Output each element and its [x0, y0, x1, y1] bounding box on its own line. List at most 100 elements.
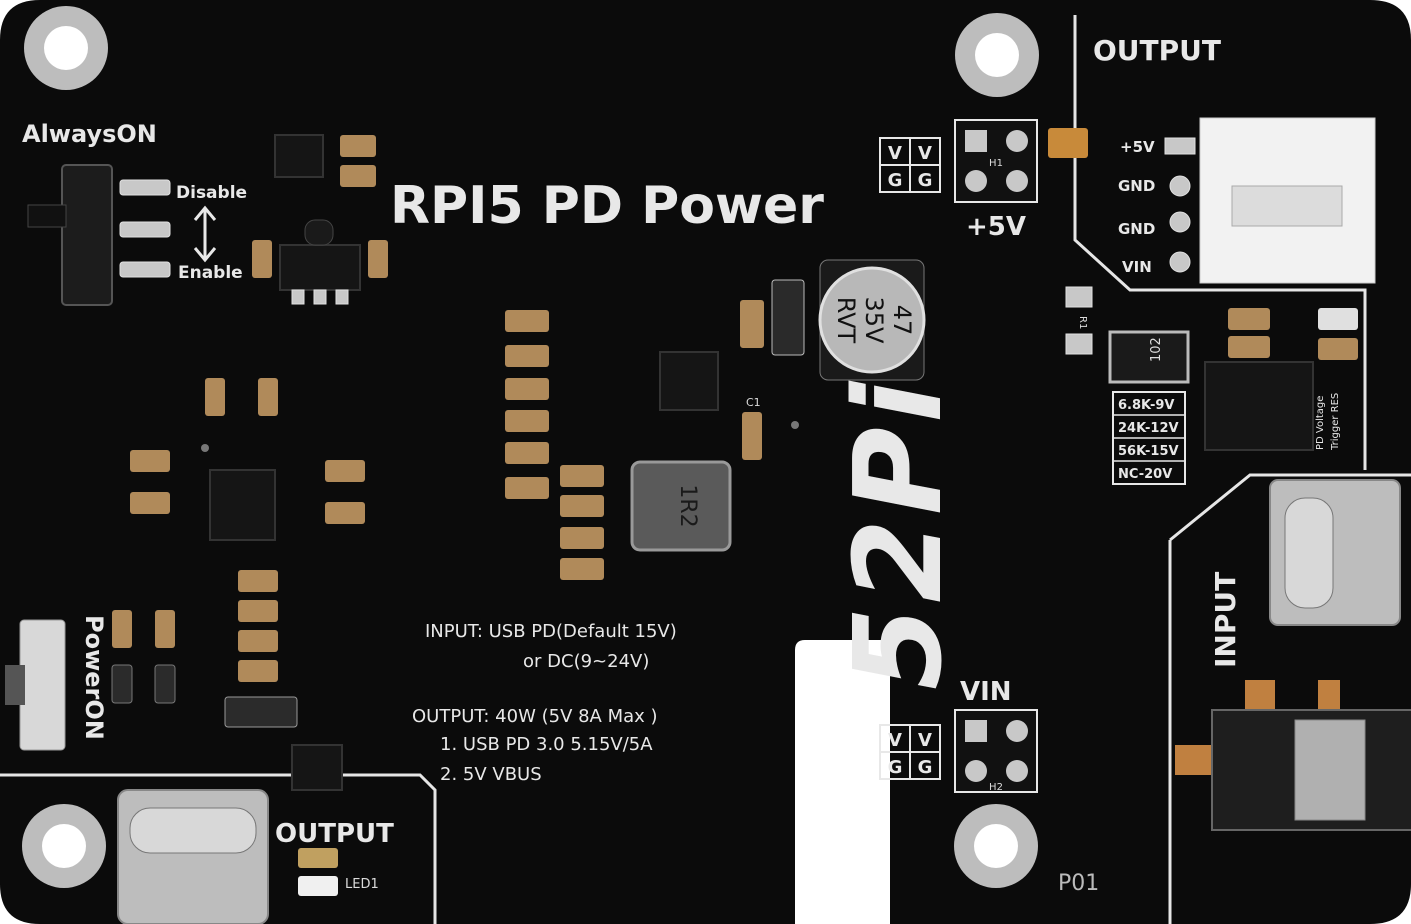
regulator-pin: [313, 289, 327, 305]
board-title: RPI5 PD Power: [390, 176, 824, 236]
smd-resistor: [130, 492, 170, 514]
cap-voltage: 35V: [860, 297, 888, 345]
output-region-bottom-outline: [0, 773, 437, 924]
svg-text:PD Voltage: PD Voltage: [1315, 396, 1326, 450]
disable-label: Disable: [176, 183, 247, 203]
power-on-switch[interactable]: [19, 619, 66, 751]
smd-resistor: [1318, 338, 1358, 360]
qfn-chip: [209, 469, 276, 541]
svg-text:G: G: [918, 170, 933, 191]
output-bottom-label: OUTPUT: [275, 819, 394, 849]
svg-text:V: V: [918, 143, 932, 164]
svg-text:GND: GND: [1118, 220, 1155, 238]
output-region-top-outline: [1073, 15, 1367, 470]
smd-capacitor: [258, 378, 278, 416]
plus5v-header-label: +5V: [966, 212, 1026, 242]
svg-text:NC-20V: NC-20V: [1118, 467, 1172, 482]
mount-hole-top-right: [955, 13, 1039, 97]
svg-text:6.8K-9V: 6.8K-9V: [1118, 398, 1174, 413]
cap-series: RVT: [832, 297, 860, 344]
inductor-label: 1R2: [675, 484, 700, 527]
power-on-label: PowerON: [80, 615, 108, 740]
mount-hole-bottom-right: [954, 804, 1038, 888]
double-arrow-icon: [193, 205, 217, 263]
output-top-label: OUTPUT: [1093, 34, 1221, 67]
regulator-pin: [335, 289, 349, 305]
smd-capacitor: [155, 610, 175, 648]
switch-pin: [119, 261, 171, 278]
svg-text:G: G: [888, 757, 903, 778]
smd-resistor: [325, 460, 365, 482]
smd-resistor: [1228, 308, 1270, 330]
smd-capacitor: [368, 240, 388, 278]
regulator-chip: [279, 244, 361, 291]
voltage-table: 6.8K-9V 24K-12V 56K-15V NC-20V: [1112, 391, 1186, 485]
smd-led: [1318, 308, 1358, 330]
revision-label: P01: [1058, 871, 1099, 896]
svg-text:24K-12V: 24K-12V: [1118, 421, 1179, 436]
inductor: 1R2: [630, 460, 732, 552]
via: [201, 444, 209, 452]
soic-chip: [291, 744, 343, 791]
smd-capacitor: [252, 240, 272, 278]
always-on-switch-knob[interactable]: [27, 204, 67, 228]
smd-capacitor: [740, 300, 764, 348]
brand-logo: 52Pi: [830, 378, 969, 690]
smd-capacitor: [112, 610, 132, 648]
input-region-outline: [1169, 473, 1411, 542]
mount-hole-bottom-left: [22, 804, 106, 888]
smd-capacitor: [340, 165, 376, 187]
connector-pins: [1164, 137, 1196, 273]
svg-text:56K-15V: 56K-15V: [1118, 444, 1179, 459]
usb-c-output-opening: [129, 807, 257, 854]
c1-label: C1: [746, 396, 761, 409]
led1: [298, 848, 338, 868]
input-label: INPUT: [1209, 572, 1242, 668]
connector-latch: [1231, 185, 1343, 227]
smd-resistor: [238, 600, 278, 622]
svg-text:VIN: VIN: [1122, 258, 1152, 276]
regulator-tab: [304, 219, 334, 246]
smd-diode-large: [771, 279, 805, 356]
cap-value: 47: [888, 305, 916, 336]
power-on-switch-knob[interactable]: [5, 665, 25, 705]
electrolytic-capacitor: 47 35V RVT: [818, 259, 926, 381]
smd-resistor: [238, 570, 278, 592]
fuse: [1048, 128, 1088, 158]
header-5v[interactable]: [954, 119, 1038, 203]
usb-c-input-opening: [1284, 497, 1334, 609]
always-on-switch[interactable]: [61, 164, 113, 306]
pd-controller-chip: [659, 351, 719, 411]
spec-output-line2: 1. USB PD 3.0 5.15V/5A: [440, 734, 653, 755]
svg-text:G: G: [918, 757, 933, 778]
sot-chip: [274, 134, 324, 178]
regulator-pin: [291, 289, 305, 305]
pd-trigger-label: PD Voltage Trigger RES: [1315, 393, 1341, 451]
spec-text: INPUT: USB PD(Default 15V) or DC(9~24V) …: [412, 621, 677, 785]
smd-resistor: [238, 630, 278, 652]
smd-resistor: [325, 502, 365, 524]
svg-text:G: G: [888, 170, 903, 191]
svg-text:V: V: [918, 730, 932, 751]
dc-jack-opening: [1294, 719, 1366, 821]
header-vin[interactable]: [954, 709, 1038, 793]
switch-pin: [119, 221, 171, 238]
svg-text:V: V: [888, 143, 902, 164]
svg-text:GND: GND: [1118, 177, 1155, 195]
svg-text:+5V: +5V: [1120, 138, 1155, 156]
led-indicator: [298, 876, 338, 896]
h2-label: H2: [989, 782, 1003, 793]
vin-header-label: VIN: [960, 677, 1012, 707]
dc-jack-pin: [1175, 745, 1215, 775]
smd-diode: [111, 664, 133, 704]
smd-pad: [1065, 286, 1093, 308]
smd-resistor: [1228, 336, 1270, 358]
smd-resistor: [238, 660, 278, 682]
svg-text:Trigger RES: Trigger RES: [1330, 393, 1341, 451]
smd-pad: [1065, 333, 1093, 355]
resistor-array: [505, 310, 604, 580]
dc-jack-pin: [1318, 680, 1340, 710]
